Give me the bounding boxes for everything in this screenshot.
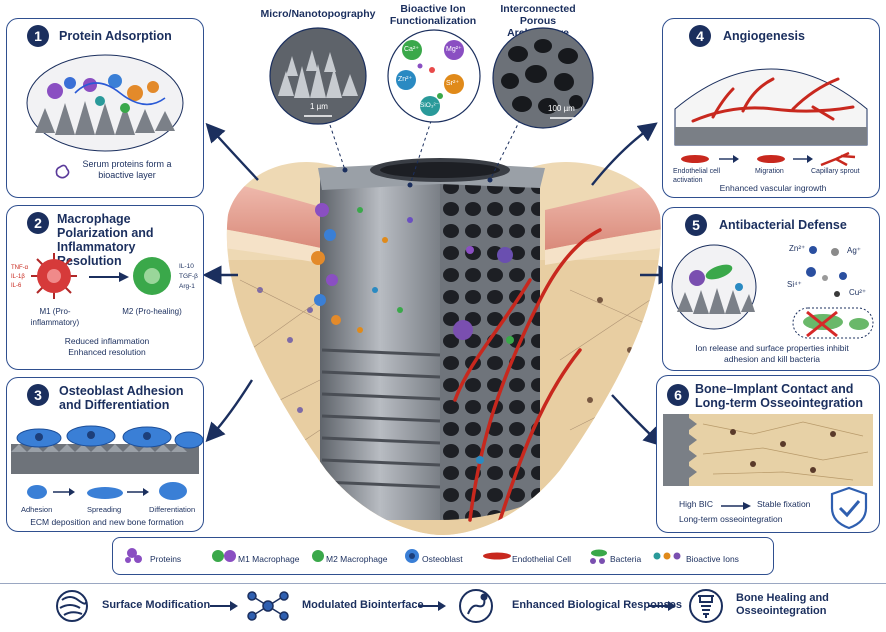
m2-cytokine: TGF-β [179, 273, 198, 280]
osseointegration-illustration [663, 414, 873, 486]
panel-number: 4 [689, 25, 711, 47]
fixation-label: Stable fixation [757, 499, 811, 509]
panel-number: 6 [667, 384, 689, 406]
panel-caption: Reduced inflammation Enhanced resolution [64, 336, 150, 357]
legend-label: Osteoblast [422, 554, 463, 564]
legend-icons [125, 548, 681, 564]
flow-icons [56, 589, 723, 623]
panel-angiogenesis: 4 Angiogenesis Endothelial cell activati… [662, 18, 880, 198]
antibacterial-illustration [671, 244, 757, 330]
ion-ca: Ca²⁺ [404, 46, 419, 53]
flow-step: Modulated Biointerface [302, 599, 424, 611]
shield-check-icon [830, 486, 868, 530]
step-migration: Migration [755, 168, 784, 175]
panel-number: 3 [27, 384, 49, 406]
step-sprout: Capillary sprout [811, 168, 860, 175]
ion-cu: Cu²⁺ [849, 288, 867, 297]
ion-sr: Sr²⁺ [446, 80, 460, 87]
panel-caption: Ion release and surface properties inhib… [695, 343, 849, 364]
panel-macrophage-polarization: 2 Macrophage Polarization and Inflammato… [6, 205, 204, 370]
biological-response-icon [459, 589, 493, 623]
ion-particles [792, 246, 874, 339]
m2-macrophage-illustration [133, 257, 171, 295]
legend-label: Proteins [150, 554, 182, 564]
ion-si: Si⁴⁺ [787, 280, 802, 289]
panel-antibacterial-defense: 5 Antibacterial Defense Zn²⁺ Ag⁺ Si⁴⁺ Cu… [662, 207, 880, 371]
ion-ag: Ag⁺ [847, 246, 862, 255]
flow-step: Enhanced Biological Responses [512, 599, 682, 611]
panel-number: 5 [685, 214, 707, 236]
panel-osteoblast-adhesion: 3 Osteoblast Adhesion and Differentiatio… [6, 377, 204, 532]
scale-bar-100um: 100 µm [548, 104, 575, 113]
surface-modification-icon [56, 590, 88, 622]
flow-step: Bone Healing and Osseointegration [736, 592, 829, 617]
m2-cytokine: Arg-1 [179, 283, 195, 290]
stage-spreading: Spreading [87, 505, 122, 514]
stage-adhesion: Adhesion [21, 505, 53, 514]
protein-icon [55, 164, 70, 179]
legend-label: M1 Macrophage [238, 554, 300, 564]
panel-caption: Serum proteins form a bioactive layer [82, 159, 172, 180]
biointerface-network-icon [247, 591, 289, 621]
panel-number: 2 [27, 212, 49, 234]
legend-label: Bacteria [610, 554, 642, 564]
bic-arrow [721, 502, 751, 510]
panel-bone-implant-contact: 6 Bone–Implant Contact and Long-term Oss… [656, 375, 880, 533]
legend-label: Bioactive Ions [686, 554, 739, 564]
osteoblast-layer-illustration [11, 425, 204, 474]
polarization-arrow [89, 272, 129, 282]
m2-label: M2 (Pro-healing) [122, 307, 182, 316]
stage-differentiation: Differentiation [149, 505, 196, 514]
scale-bar-1um: 1 µm [310, 102, 328, 111]
micro-topography-circle [269, 27, 367, 125]
ion-zn: Zn²⁺ [789, 244, 806, 253]
legend-label: M2 Macrophage [326, 554, 388, 564]
panel-title: Antibacterial Defense [719, 218, 847, 232]
osteoblast-stages [27, 482, 187, 500]
dental-implant-icon [689, 589, 723, 623]
m1-cytokine: IL-6 [11, 283, 22, 289]
panel-title: Bone–Implant Contact and Long-term Osseo… [695, 382, 864, 410]
panel-title: Angiogenesis [723, 29, 805, 43]
ion-sio3: SiO₃²⁻ [420, 102, 440, 109]
bic-label: High BIC [679, 499, 714, 509]
m2-cytokine: IL-10 [179, 263, 194, 270]
porous-architecture-circle [492, 27, 594, 129]
panel-caption: Enhanced vascular ingrowth [719, 183, 827, 193]
panel-caption: ECM deposition and new bone formation [30, 517, 184, 527]
bioactive-ion-circle [387, 29, 481, 123]
ion-zn: Zn²⁺ [398, 76, 413, 83]
panel-number: 1 [27, 25, 49, 47]
panel-title: Osteoblast Adhesion and Differentiation [59, 384, 184, 412]
panel-title: Macrophage Polarization and Inflammatory… [57, 212, 154, 268]
legend-label: Endothelial Cell [512, 554, 572, 564]
ion-mg: Mg²⁺ [446, 46, 462, 53]
protein-adsorption-illustration [26, 54, 184, 152]
panel-protein-adsorption: 1 Protein Adsorption Serum proteins form… [6, 18, 204, 198]
m1-macrophage-illustration [31, 253, 77, 299]
flow-step: Surface Modification [102, 599, 211, 611]
micro-topography-label: Micro/Nanotopography [260, 8, 376, 20]
m1-cytokine: TNF-α [11, 265, 29, 271]
bioactive-ion-label: Bioactive Ion Functionalization [389, 3, 477, 27]
angiogenesis-steps [681, 151, 856, 167]
panel-title: Protein Adsorption [59, 29, 172, 43]
step-activation: Endothelial cell activation [673, 168, 721, 184]
protein-legend-icon [125, 548, 142, 563]
panel-caption: Long-term osseointegration [679, 514, 783, 524]
divider [0, 583, 886, 584]
m1-label: M1 (Pro-inflammatory) [30, 307, 80, 327]
angiogenesis-illustration [674, 68, 868, 146]
m1-cytokine: IL-1β [11, 274, 25, 280]
